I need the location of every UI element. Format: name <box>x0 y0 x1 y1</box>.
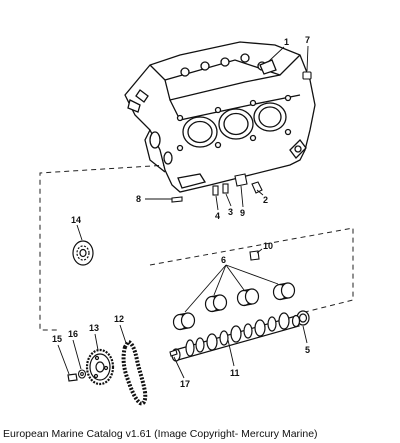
callout-9: 9 <box>240 208 245 218</box>
bolt-part-15 <box>67 373 78 382</box>
callout-10: 10 <box>263 241 273 251</box>
image-caption: European Marine Catalog v1.61 (Image Cop… <box>3 428 318 440</box>
cam-gear-part-14 <box>72 240 94 266</box>
part-7-plug <box>302 71 312 80</box>
engine-block <box>124 41 316 193</box>
leader-lines <box>57 45 309 379</box>
washer-part-16 <box>77 369 87 379</box>
callout-1: 1 <box>284 37 289 47</box>
callout-numbers: 1 7 8 4 3 9 2 10 14 6 5 11 12 13 16 15 1… <box>52 35 310 389</box>
part-8-dowel <box>171 196 183 203</box>
cam-bearings-part-6 <box>172 282 296 331</box>
exploded-parts-diagram: 1 7 8 4 3 9 2 10 14 6 5 11 12 13 16 15 1… <box>39 35 354 406</box>
callout-17: 17 <box>180 379 190 389</box>
callout-5: 5 <box>305 345 310 355</box>
callout-16: 16 <box>68 329 78 339</box>
part-2-fitting <box>251 181 263 194</box>
part-3-dowel <box>222 183 229 194</box>
callout-6: 6 <box>221 255 226 265</box>
callout-13: 13 <box>89 323 99 333</box>
callout-12: 12 <box>114 314 124 324</box>
callout-7: 7 <box>305 35 310 45</box>
part-4-dowel <box>212 185 219 196</box>
callout-4: 4 <box>215 211 220 221</box>
part-9-plug <box>234 173 248 187</box>
dashed-reference-lines <box>39 164 354 331</box>
key-part-17 <box>169 349 178 357</box>
callout-8: 8 <box>136 194 141 204</box>
small-block-parts <box>171 71 312 261</box>
callout-14: 14 <box>71 215 81 225</box>
callout-15: 15 <box>52 334 62 344</box>
part-10-plug <box>249 250 260 261</box>
timing-sprocket-part-13 <box>85 348 115 386</box>
callout-3: 3 <box>228 207 233 217</box>
callout-11: 11 <box>230 368 240 378</box>
timing-chain-part-12 <box>121 339 148 406</box>
callout-2: 2 <box>263 195 268 205</box>
